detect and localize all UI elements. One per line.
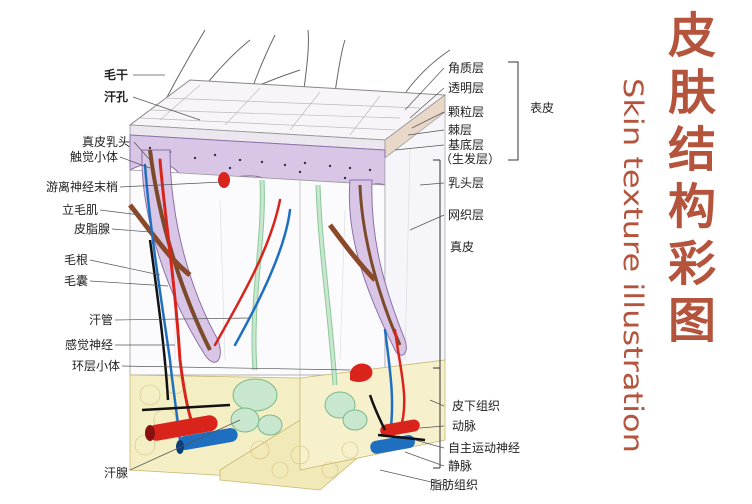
label-stratum-basale: 基底层 (448, 138, 485, 152)
title-chinese: 皮肤结构彩图 (662, 8, 722, 350)
hair-root-right (358, 184, 402, 346)
free-nerve-ending (218, 172, 230, 188)
label-free-nerve-ending: 游离神经末梢 (45, 180, 118, 194)
label-artery: 动脉 (452, 419, 477, 433)
label-papillary-layer: 乳头层 (448, 176, 485, 190)
title-english: Skin texture illustration (618, 78, 648, 453)
label-subcutaneous-tissue: 皮下组织 (452, 399, 501, 413)
label-sweat-gland: 汗腺 (103, 466, 128, 480)
blood-vessels (143, 158, 406, 442)
label-tactile-corpuscle: 触觉小体 (69, 150, 118, 164)
label-epidermis: 表皮 (530, 101, 555, 115)
title-char: 构 (667, 179, 716, 235)
label-hair-follicle: 毛囊 (63, 274, 88, 288)
sweat-gland-coils (230, 378, 368, 436)
label-lamellar-corpuscle: 环层小体 (71, 359, 120, 373)
label-vein: 静脉 (448, 459, 473, 473)
title-english-text: Skin texture illustration (618, 78, 648, 453)
title-char: 图 (667, 293, 716, 349)
label-dermal-papilla: 真皮乳头 (81, 135, 130, 149)
title-char: 皮 (667, 8, 716, 64)
title-char: 肤 (667, 65, 716, 121)
vein-left (178, 428, 238, 450)
leader-lines (89, 74, 351, 471)
arrector-pili (128, 203, 192, 277)
label-sebaceous-gland: 皮脂腺 (73, 222, 110, 236)
label-hair-shaft: 毛干 (103, 68, 128, 82)
label-dermis: 真皮 (450, 240, 475, 254)
artery-left (148, 415, 218, 441)
layer-brackets (433, 61, 519, 469)
title-char: 结 (667, 122, 716, 178)
label-sweat-pore: 汗孔 (103, 90, 128, 104)
label-hair-root: 毛根 (63, 253, 88, 267)
label-sensory-nerve: 感觉神经 (64, 338, 113, 352)
nerves (141, 239, 426, 442)
label-stratum-granulosum: 颗粒层 (448, 105, 485, 119)
label-sweat-duct: 汗管 (88, 313, 113, 327)
label-arrector-pili: 立毛肌 (61, 203, 98, 217)
label-stratum-spinosum: 棘层 (448, 123, 473, 137)
lamellar-corpuscle (350, 363, 373, 382)
artery-right (380, 419, 420, 437)
label-stratum-lucidum: 透明层 (448, 81, 485, 95)
label-adipose-tissue: 脂肪组织 (430, 478, 479, 492)
label-stratum-corneum: 角质层 (448, 61, 485, 75)
vein-right (370, 435, 415, 454)
fat-side (299, 359, 446, 471)
label-germinal-layer: （生发层） (440, 152, 501, 166)
label-reticular-layer: 网织层 (448, 208, 485, 222)
hair-follicle-left (141, 149, 221, 363)
title-char: 彩 (667, 236, 716, 292)
label-autonomic-nerve: 自主运动神经 (448, 441, 521, 455)
